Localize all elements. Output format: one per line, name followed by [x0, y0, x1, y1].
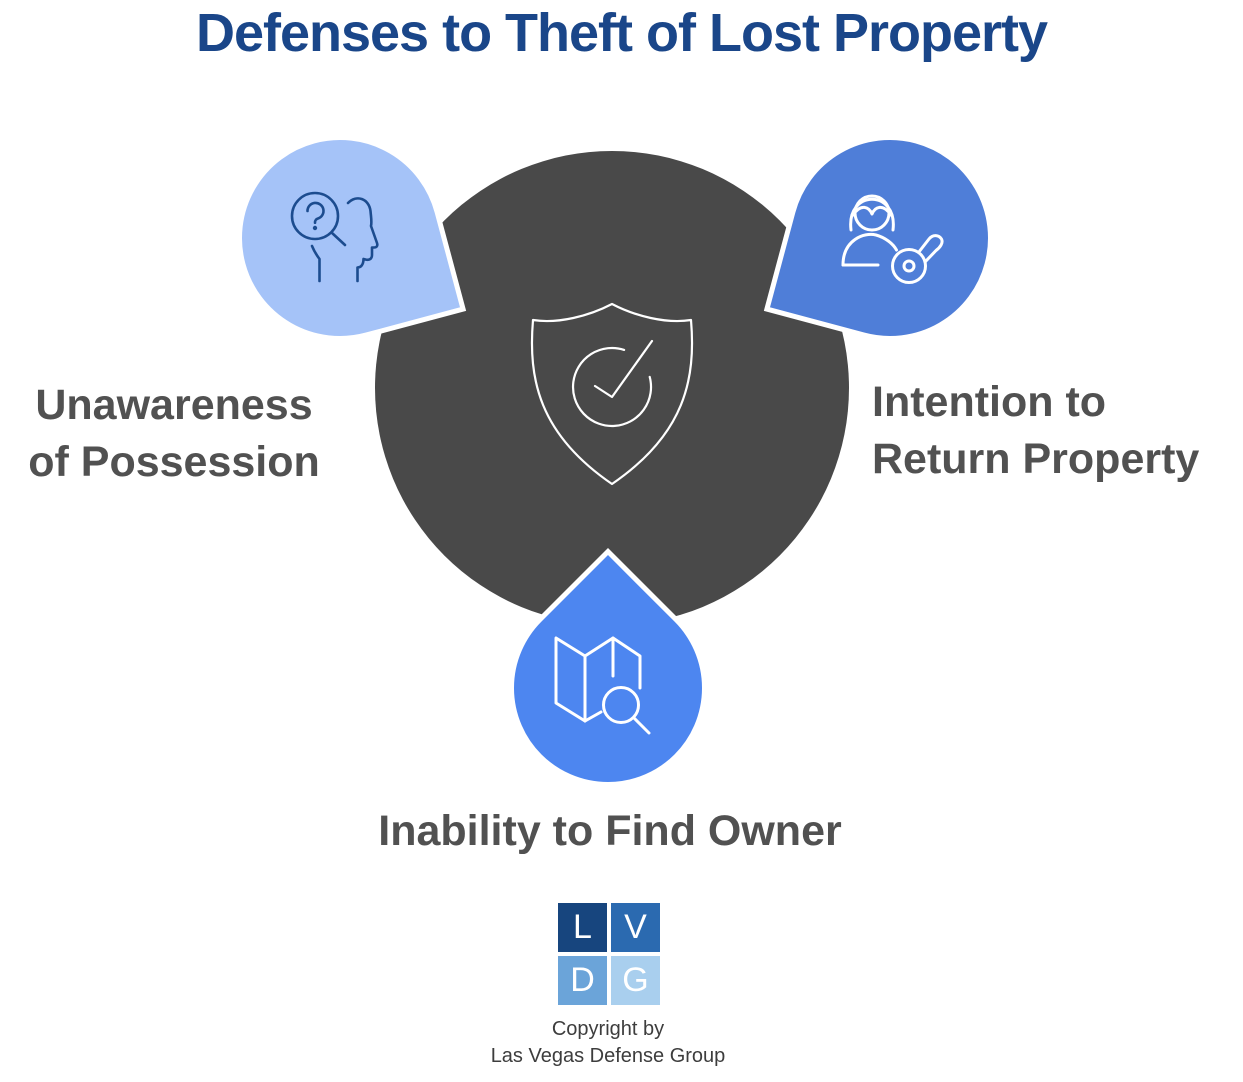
copyright-line-1: Copyright by	[551, 1018, 665, 1040]
lvdg-logo: L V D G	[558, 903, 660, 1005]
person-key-icon	[841, 194, 944, 284]
label-unawareness-of-possession: Unawareness of Possession	[0, 377, 348, 491]
page-title: Defenses to Theft of Lost Property	[195, 3, 1048, 63]
map-magnifier-icon	[554, 636, 651, 735]
head-question-magnifier-icon	[290, 191, 379, 283]
label-line: of Possession	[28, 438, 320, 486]
bubble-unawareness	[213, 111, 467, 365]
logo-cell-d: D	[558, 956, 607, 1005]
copyright-text: Copyright by Las Vegas Defense Group	[408, 1016, 808, 1070]
copyright-line-2: Las Vegas Defense Group	[490, 1045, 726, 1067]
logo-cell-v: V	[611, 903, 660, 952]
label-intention-to-return-property: Intention to Return Property	[872, 374, 1243, 488]
label-inability-to-find-owner: Inability to Find Owner	[378, 807, 842, 855]
label-line: Return Property	[872, 435, 1200, 483]
logo-cell-l: L	[558, 903, 607, 952]
label-line: Intention to	[872, 378, 1107, 426]
logo-cell-g: G	[611, 956, 660, 1005]
shield-check-icon	[527, 299, 697, 489]
bubble-find-owner	[467, 547, 749, 829]
bubble-return-property	[763, 111, 1017, 365]
center-circle	[375, 151, 849, 625]
label-line: Unawareness	[35, 381, 313, 429]
